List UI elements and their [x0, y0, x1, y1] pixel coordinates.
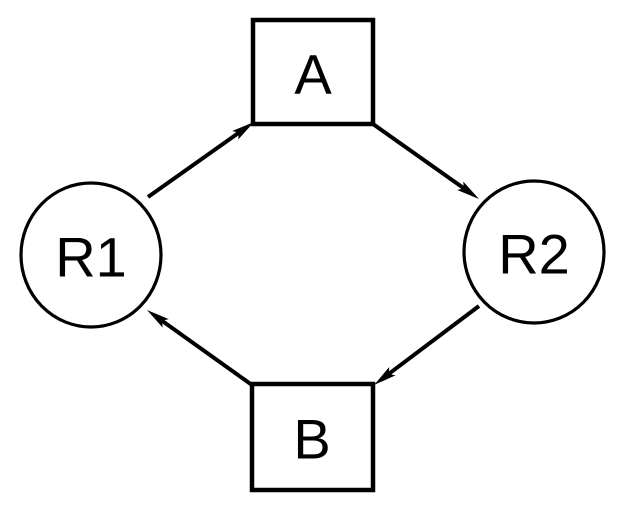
- edge-r2-to-b-line: [387, 304, 481, 376]
- node-r2-label: R2: [498, 223, 570, 286]
- node-layer: A R1 R2 B: [19, 17, 606, 493]
- edge-b-to-r1-line: [160, 318, 254, 387]
- node-b-label: B: [293, 408, 330, 471]
- node-a[interactable]: A: [250, 17, 376, 127]
- edge-r2-to-b[interactable]: [374, 304, 481, 385]
- edge-layer: [146, 122, 481, 387]
- edge-a-to-r2[interactable]: [371, 122, 479, 199]
- edge-b-to-r1-arrowhead: [147, 310, 169, 328]
- node-r1[interactable]: R1: [19, 181, 163, 329]
- node-r2-circle: [462, 179, 606, 325]
- node-b[interactable]: B: [249, 381, 376, 493]
- edge-b-to-r1[interactable]: [147, 310, 254, 387]
- node-r1-circle: [19, 181, 163, 329]
- node-b-box: [249, 381, 376, 493]
- edge-r1-to-a-line: [146, 130, 241, 199]
- edge-r2-to-b-arrowhead: [374, 367, 396, 385]
- edge-a-to-r2-arrowhead: [457, 181, 479, 199]
- node-r1-label: R1: [55, 226, 127, 289]
- edge-r1-to-a[interactable]: [146, 122, 254, 199]
- node-a-box: [250, 17, 376, 127]
- edge-r1-to-a-arrowhead: [232, 122, 254, 140]
- edge-a-to-r2-line: [371, 122, 466, 191]
- node-a-label: A: [294, 43, 332, 106]
- node-r2[interactable]: R2: [462, 179, 606, 325]
